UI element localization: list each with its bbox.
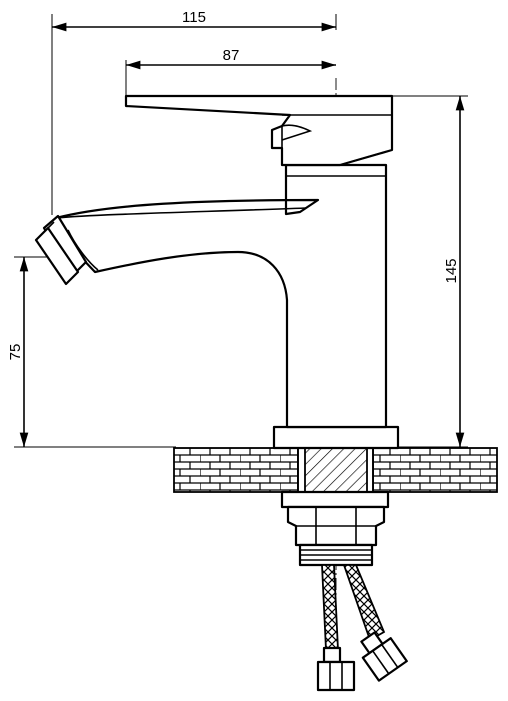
- mounting-shank-section: [304, 447, 368, 493]
- countertop: [173, 447, 498, 493]
- hose-fitting-right: [360, 631, 408, 682]
- dimension-overall-height: 145: [392, 95, 468, 448]
- lever-handle: [124, 94, 394, 167]
- dimension-label-75: 75: [7, 344, 24, 361]
- dimension-spout-height: 75: [7, 256, 176, 448]
- dimension-label-115: 115: [182, 9, 206, 26]
- mounting-nut: [280, 490, 390, 567]
- base-flange: [272, 425, 400, 450]
- dimension-overall-width: 115: [51, 9, 337, 215]
- dimension-label-145: 145: [443, 258, 460, 283]
- hose-fitting-left: [316, 646, 356, 692]
- dimension-handle-reach: 87: [125, 47, 336, 100]
- faucet-body: [34, 163, 400, 450]
- aerator: [34, 214, 88, 286]
- faucet-column: [54, 163, 388, 429]
- dimension-label-87: 87: [223, 47, 240, 64]
- flexible-hoses: [316, 564, 408, 692]
